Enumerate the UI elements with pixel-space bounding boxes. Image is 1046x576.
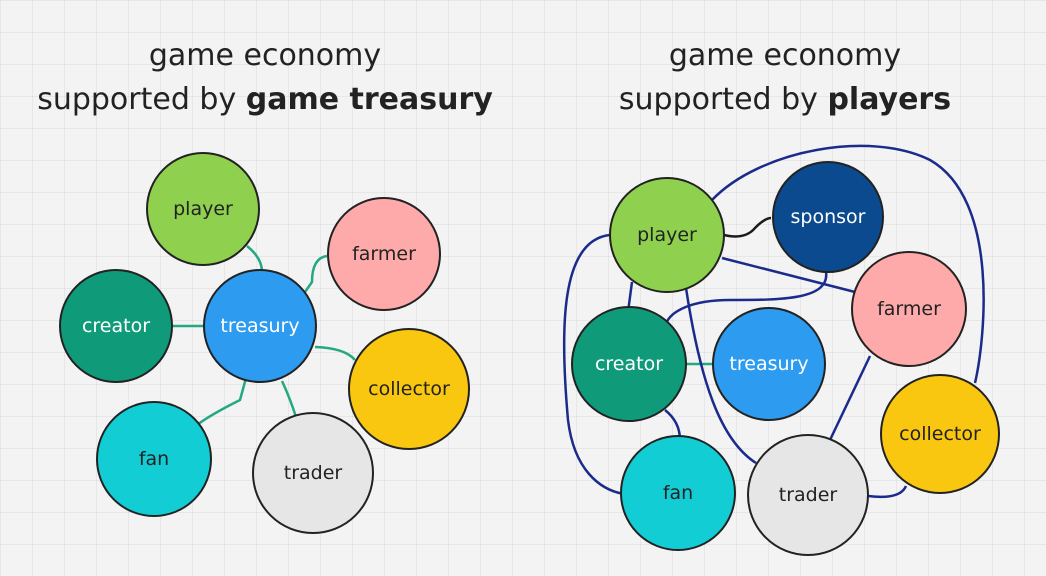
left-title-line2-prefix: supported by [37,82,246,117]
left-nodes: player farmer creator treasury collector… [59,152,470,534]
left-node-player[interactable]: player [146,152,260,266]
right-node-player-label: player [637,224,697,246]
left-node-treasury[interactable]: treasury [203,269,317,383]
left-connector-collector-treasury[interactable] [314,345,356,361]
left-connector-trader-treasury[interactable] [280,380,299,421]
left-node-farmer[interactable]: farmer [327,197,441,311]
right-title-line2-bold: players [827,82,952,117]
right-title-line1: game economy [668,38,902,73]
right-node-treasury[interactable]: treasury [712,307,826,421]
right-connector-sponsor-creator[interactable] [664,271,828,325]
right-title-line2-prefix: supported by [618,82,828,117]
right-panel-title: game economy supported by players [560,34,1010,122]
left-connector-farmer-treasury[interactable] [303,254,328,293]
left-title-line2: supported by game treasury [30,78,500,122]
left-node-creator[interactable]: creator [59,269,173,383]
right-node-sponsor[interactable]: sponsor [772,161,884,273]
left-panel-title: game economy supported by game treasury [30,34,500,122]
right-title-line2: supported by players [560,78,1010,122]
right-node-fan-label: fan [663,482,693,504]
right-node-treasury-label: treasury [729,353,808,375]
left-node-creator-label: creator [82,315,150,337]
right-connector-player-sponsor[interactable] [723,216,772,238]
left-node-treasury-label: treasury [220,315,299,337]
left-title-line2-bold: game treasury [245,82,493,117]
left-connector-fan-treasury[interactable] [196,377,248,426]
right-node-farmer-label: farmer [877,298,941,320]
left-node-farmer-label: farmer [352,243,416,265]
right-node-collector[interactable]: collector [880,374,1000,494]
left-node-fan[interactable]: fan [96,401,212,517]
right-node-trader[interactable]: trader [747,434,869,556]
right-connector-player-fan-loop[interactable] [562,233,625,496]
left-title-line1: game economy [148,38,382,73]
right-connector-trader-collector[interactable] [867,485,908,499]
left-node-trader-label: trader [284,462,343,484]
right-node-player[interactable]: player [609,177,725,293]
right-connector-farmer-trader[interactable] [828,355,872,441]
right-node-creator[interactable]: creator [571,306,687,422]
right-node-trader-label: trader [779,484,838,506]
left-node-player-label: player [173,198,233,220]
right-node-farmer[interactable]: farmer [851,251,967,367]
right-connector-player-trader[interactable] [684,287,757,465]
right-connector-player-collector-loop[interactable] [711,144,985,384]
right-node-fan[interactable]: fan [620,435,736,551]
left-connector-player-treasury[interactable] [246,245,264,273]
right-node-collector-label: collector [899,423,981,445]
right-connector-player-farmer[interactable] [721,256,856,294]
left-node-collector[interactable]: collector [348,328,470,450]
left-node-fan-label: fan [139,448,169,470]
left-node-trader[interactable]: trader [252,412,374,534]
right-nodes: player sponsor farmer creator treasury c… [571,161,1000,556]
left-node-collector-label: collector [368,378,450,400]
right-node-sponsor-label: sponsor [791,206,866,228]
right-node-creator-label: creator [595,353,663,375]
